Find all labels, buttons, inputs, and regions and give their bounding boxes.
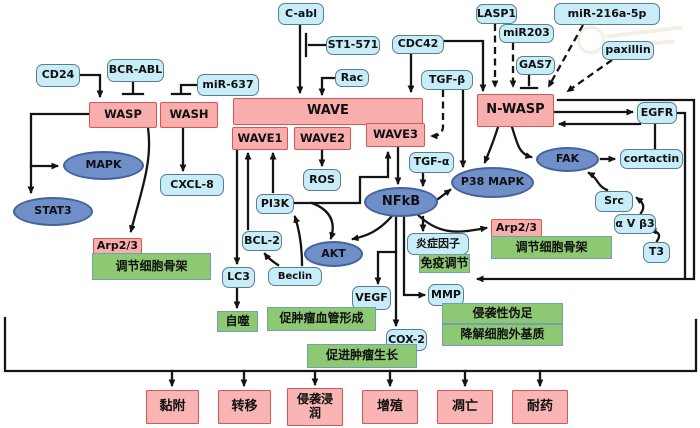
node-arp23-right: Arp2/3 (491, 219, 542, 237)
node-mir203: miR203 (499, 24, 554, 43)
edge-avb3-src (635, 196, 645, 215)
outcome-adhesion: 黏附 (146, 390, 199, 424)
node-st1-571: ST1-571 (326, 36, 380, 55)
node-beclin: Beclin (268, 267, 322, 286)
edge-paxillin-nwasp (568, 59, 613, 91)
node-ros: ROS (303, 169, 341, 191)
node-wasp: WASP (89, 102, 157, 128)
edge-nwasp-p38 (483, 125, 500, 162)
edge-wasp-arp23 (131, 126, 151, 231)
edge-beclin-bcl2 (263, 252, 280, 267)
edge-mir637-wash (179, 83, 199, 94)
node-paxillin: paxillin (602, 41, 654, 60)
edge-pi3k-akt (310, 201, 333, 238)
edge-nwasp-fak (510, 125, 531, 157)
node-p38-mapk: P38 MAPK (451, 167, 534, 198)
node-bcl-2: BCL-2 (242, 231, 282, 251)
node-cytoskeleton-left: 调节细胞骨架 (92, 253, 211, 280)
node-fak: FAK (536, 147, 599, 172)
edge-nfkb-akt (353, 214, 394, 239)
collector-bracket (3, 316, 698, 373)
node-bcr-abl: BCR-ABL (107, 59, 164, 82)
node-rac: Rac (335, 69, 369, 87)
node-cdc42: CDC42 (392, 35, 444, 54)
node-cytoskeleton-right: 调节细胞骨架 (491, 236, 612, 259)
edge-nfkb-p38 (436, 188, 452, 201)
edge-egfr-right-loop (675, 111, 687, 279)
node-wave1: WAVE1 (232, 127, 288, 150)
node-nfkb: NFkB (364, 187, 438, 217)
edge-rac-wave (322, 76, 338, 94)
outcome-metastasis: 转移 (218, 390, 271, 424)
node-tgf-alpha: TGF-α (409, 152, 454, 173)
node-wash: WASH (160, 102, 218, 128)
node-tumor-growth: 促进肿瘤生长 (307, 344, 417, 368)
edge-nfkb-arp23 (413, 210, 486, 233)
node-stat3: STAT3 (13, 197, 93, 226)
edge-beclin-pi3k (295, 217, 304, 267)
edge-src-fak (589, 171, 609, 192)
outcome-proliferation: 增殖 (362, 390, 418, 424)
edge-nfkb-mmp (402, 215, 424, 295)
node-avb3: α V β3 (614, 214, 656, 234)
edge-pi3k-wave3 (292, 153, 388, 205)
node-immune-regulation: 免疫调节 (419, 254, 470, 273)
node-invasive-pseudopodia: 侵袭性伪足 (442, 303, 563, 324)
edge-mir216-nwasp (547, 24, 585, 86)
node-lc3: LC3 (222, 267, 255, 288)
edge-nfkb-vegf (378, 250, 398, 283)
outcome-apoptosis: 凋亡 (437, 390, 493, 424)
outcome-invasion: 侵袭浸润 (287, 388, 343, 426)
node-vegf: VEGF (352, 286, 391, 310)
node-arp23-left: Arp2/3 (93, 238, 142, 254)
node-cortactin: cortactin (620, 149, 683, 169)
edge-tgfb-wave3 (432, 90, 445, 136)
outcome-drug-resistance: 耐药 (512, 390, 568, 424)
node-mir-637: miR-637 (197, 74, 259, 96)
node-angiogenesis: 促肿瘤血管形成 (267, 307, 376, 331)
node-wave2: WAVE2 (294, 127, 351, 150)
node-akt: AKT (304, 241, 363, 267)
edge-cdc42-nwasp (442, 39, 483, 90)
node-degrade-ecm: 降解细胞外基质 (442, 324, 563, 346)
node-n-wasp: N-WASP (477, 94, 554, 127)
node-cd24: CD24 (36, 64, 80, 87)
node-wave: WAVE (233, 98, 423, 125)
node-wave3: WAVE3 (366, 123, 425, 147)
node-src: Src (595, 191, 633, 212)
node-c-abl: C-abl (278, 3, 324, 25)
node-mir-216a-5p: miR-216a-5p (554, 3, 660, 25)
node-inflammatory-factors: 炎症因子 (407, 233, 469, 255)
edge-nwasp-right-loop (478, 98, 696, 279)
node-mapk: MAPK (63, 151, 144, 180)
node-gas7: GAS7 (516, 56, 555, 75)
node-tgf-beta: TGF-β (421, 70, 473, 90)
node-lasp1: LASP1 (476, 4, 517, 24)
node-egfr: EGFR (637, 102, 677, 124)
node-t3: T3 (643, 242, 670, 263)
node-autophagy: 自噬 (217, 311, 258, 332)
node-pi3k: PI3K (256, 194, 294, 214)
node-cxcl-8: CXCL-8 (160, 174, 224, 196)
edge-cd24-wasp (78, 73, 100, 96)
